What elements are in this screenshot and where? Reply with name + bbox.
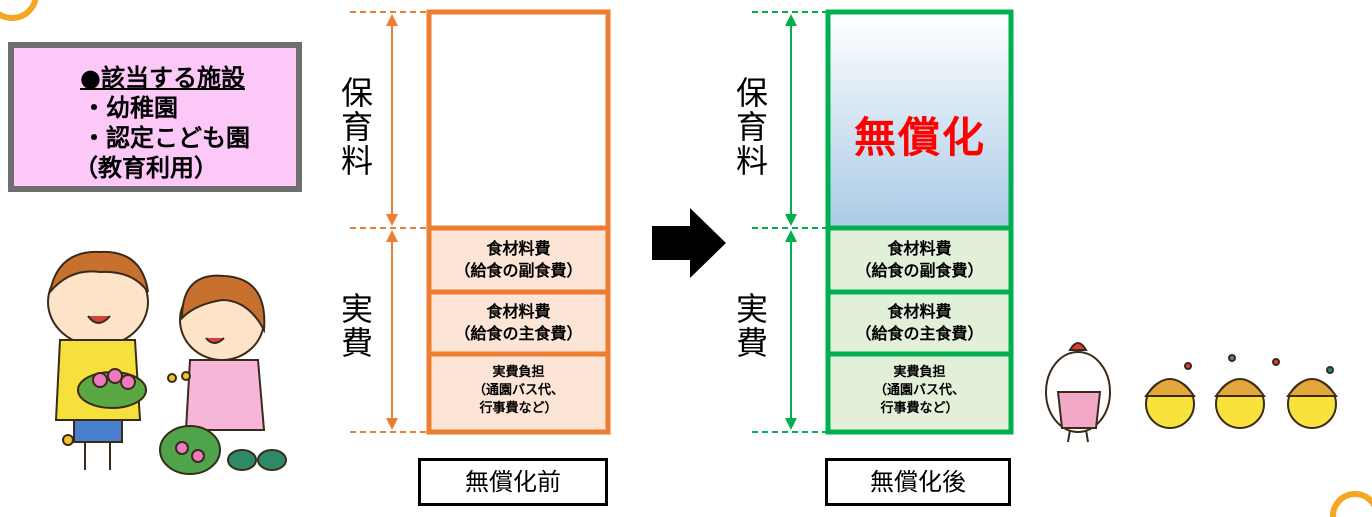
cell-jippi-text: 実費負担 （通園バス代、 行事費など） — [873, 365, 965, 416]
before-column — [350, 9, 611, 435]
right-arrow-icon — [652, 208, 726, 278]
facility-item: ・幼稚園 — [82, 94, 178, 122]
after-caption: 無償化後 — [825, 458, 1011, 506]
after-column — [752, 9, 1014, 435]
free-label: 無償化 — [853, 113, 986, 162]
jippi-label: 実 費 — [340, 290, 373, 362]
corner-circle-top — [0, 0, 39, 21]
cell-jippi-futan — [426, 351, 611, 435]
cell-shushoku-text: 食材料費 （給食の主食費） — [454, 302, 583, 343]
facility-item: ・認定こども園 — [82, 124, 250, 152]
hoikuryo-label: 保 育 料 — [340, 74, 373, 180]
cell-shushoku — [825, 289, 1014, 357]
cell-shushoku-text: 食材料費 （給食の主食費） — [855, 302, 984, 343]
before-caption: 無償化前 — [418, 458, 608, 506]
corner-circle-bottom — [1330, 491, 1372, 517]
hoikuryo-label: 保 育 料 — [735, 74, 768, 180]
free-block — [825, 9, 1014, 231]
hoikuryo-block — [426, 9, 611, 231]
cell-jippi-text: 実費負担 （通園バス代、 行事費など） — [472, 365, 564, 416]
chick-illustration — [1045, 342, 1338, 443]
cell-shushoku — [426, 289, 611, 357]
cell-fukushoku-text: 食材料費 （給食の副食費） — [855, 239, 984, 280]
cell-fukushoku-text: 食材料費 （給食の副食費） — [454, 239, 583, 280]
facility-box: ●該当する施設 ・幼稚園 ・認定こども園 （教育利用） — [8, 42, 302, 192]
facility-item: （教育利用） — [74, 154, 218, 182]
facility-heading: ●該当する施設 — [80, 64, 245, 92]
children-illustration — [47, 250, 287, 475]
cell-fukushoku — [825, 225, 1014, 295]
cell-jippi-futan — [825, 351, 1014, 435]
jippi-label: 実 費 — [735, 290, 768, 362]
